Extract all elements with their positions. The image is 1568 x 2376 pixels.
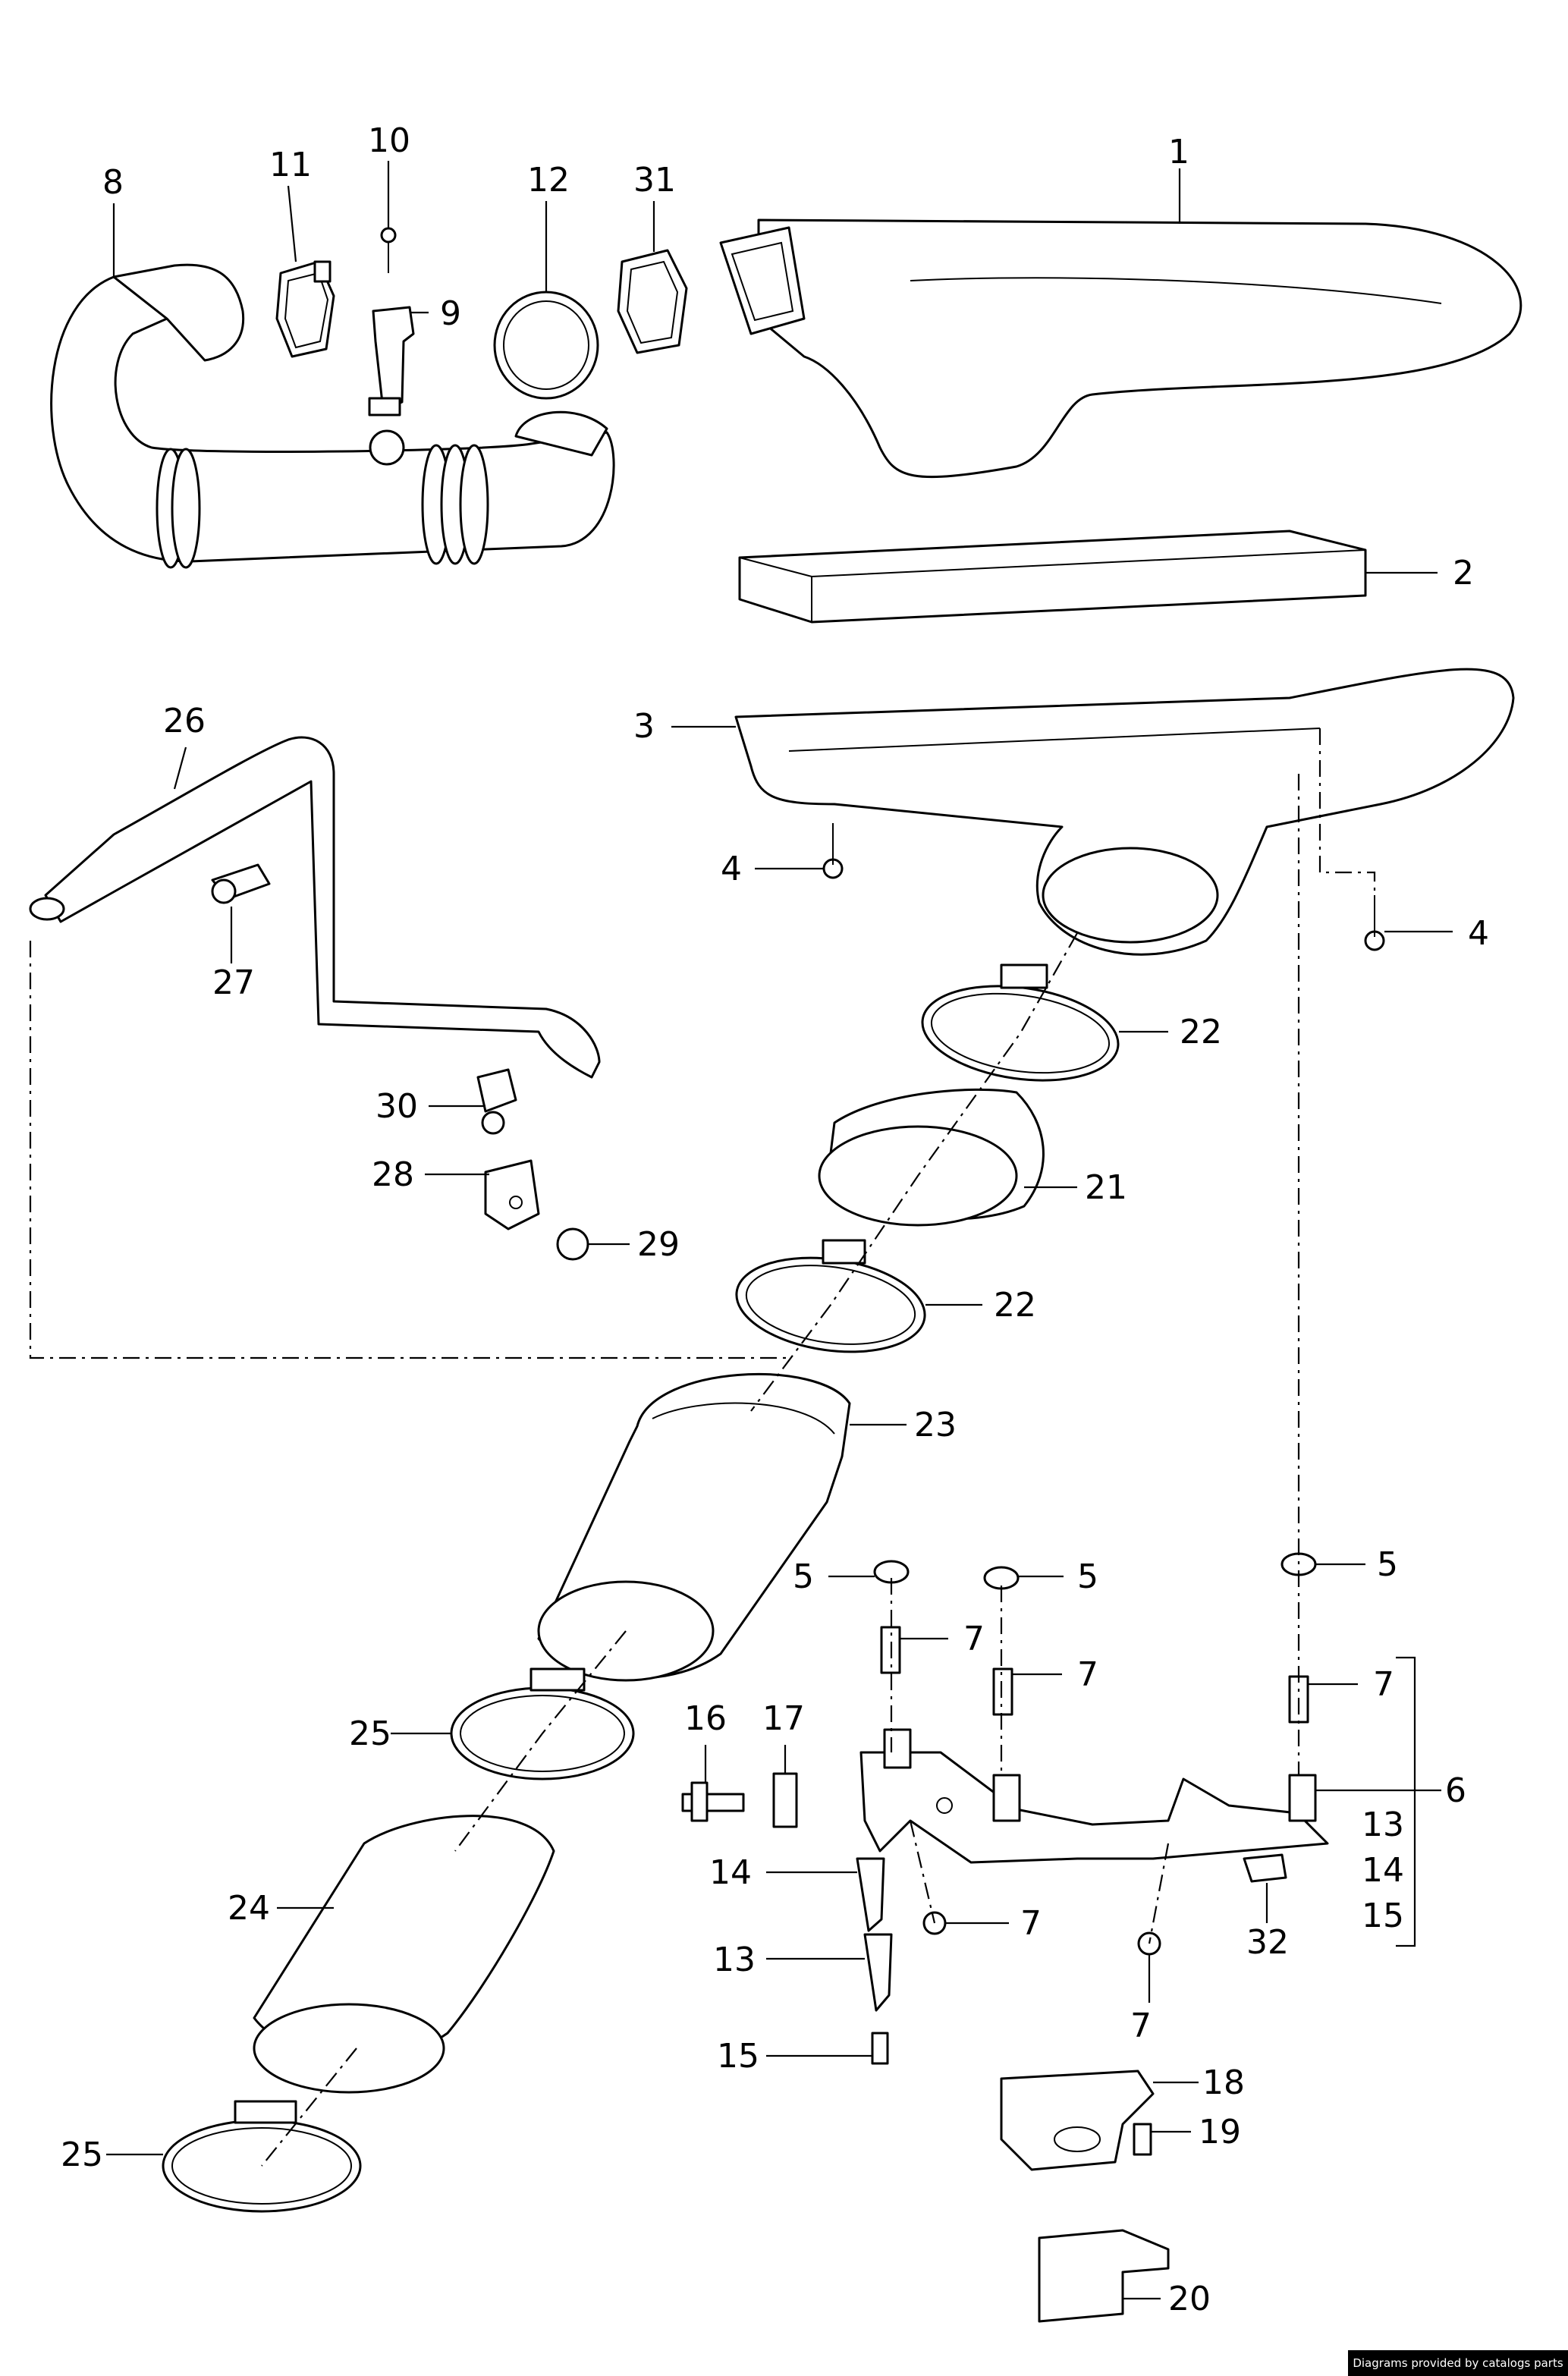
- callout-7-a: 7: [963, 1620, 985, 1658]
- housing-upper-part-1: [719, 218, 1522, 479]
- sensor-part-9: [368, 227, 415, 416]
- ring-clamp-part-12: [493, 291, 599, 400]
- callout-26: 26: [163, 702, 206, 740]
- bracket-part-18: [1000, 2070, 1155, 2171]
- fastener-part-30: [476, 1068, 517, 1135]
- callout-10: 10: [368, 121, 410, 160]
- callout-14: 14: [709, 1853, 752, 1892]
- callout-29: 29: [637, 1225, 680, 1264]
- callout-25-lower: 25: [61, 2136, 103, 2174]
- callout-3: 3: [633, 707, 655, 746]
- callout-21: 21: [1085, 1168, 1127, 1207]
- callout-30: 30: [376, 1087, 418, 1126]
- grommet-part-17: [772, 1772, 798, 1828]
- callout-23: 23: [914, 1406, 957, 1444]
- callout-15-bracket: 15: [1362, 1897, 1404, 1935]
- callout-5-a: 5: [793, 1557, 814, 1596]
- callout-22-upper: 22: [1180, 1013, 1222, 1051]
- bolt-part-29: [556, 1227, 589, 1261]
- callout-31: 31: [633, 161, 676, 200]
- callout-13-bracket: 13: [1362, 1806, 1404, 1844]
- callout-4-left: 4: [721, 850, 742, 888]
- tube-part-26: [29, 736, 601, 1079]
- filter-element-part-2: [738, 530, 1367, 624]
- callout-7-c: 7: [1373, 1665, 1394, 1704]
- clip-part-14: [856, 1857, 885, 1932]
- callout-7-b: 7: [1077, 1655, 1098, 1694]
- callout-27: 27: [212, 963, 255, 1002]
- callout-22-lower: 22: [994, 1286, 1036, 1325]
- housing-lower-part-3: [734, 668, 1515, 956]
- screw-part-4-right: [1364, 895, 1385, 951]
- clip-part-27: [211, 863, 271, 904]
- clamp-part-22-upper: [921, 963, 1120, 1082]
- cover-part-20: [1038, 2229, 1170, 2323]
- leader-lines: [106, 161, 1453, 2300]
- callout-18: 18: [1202, 2063, 1245, 2102]
- callout-9: 9: [440, 294, 461, 333]
- clamp-part-25-lower: [162, 2100, 362, 2213]
- assembly-lines: [29, 728, 1376, 2167]
- pin-part-16: [681, 1781, 745, 1822]
- bolt-part-19: [1133, 2123, 1152, 2156]
- callout-1: 1: [1168, 133, 1189, 171]
- callout-19: 19: [1199, 2113, 1241, 2151]
- clamp-part-11: [275, 260, 335, 358]
- callout-13: 13: [713, 1941, 756, 1979]
- callout-2: 2: [1453, 554, 1474, 592]
- callout-labels: 1 2 3 4 4 5 5 5 6 7 7 7 7 7 7 8 9 10 11 …: [61, 121, 1489, 2318]
- callout-14-bracket: 14: [1362, 1851, 1404, 1890]
- callout-6: 6: [1445, 1771, 1466, 1810]
- clip-part-32: [1243, 1853, 1287, 1883]
- callout-11: 11: [269, 146, 312, 184]
- clamp-part-22-lower: [735, 1239, 926, 1353]
- duct-part-23: [537, 1373, 851, 1682]
- bracket-part-28: [484, 1159, 540, 1230]
- screw-part-4-left: [822, 823, 844, 879]
- callout-32: 32: [1246, 1923, 1289, 1962]
- bolt-part-15: [871, 2032, 889, 2065]
- intake-hose-part-8: [50, 263, 615, 569]
- callout-17: 17: [762, 1699, 805, 1738]
- callout-20: 20: [1168, 2280, 1211, 2318]
- tube-part-24: [253, 1815, 555, 2094]
- callout-24: 24: [228, 1889, 270, 1928]
- clamp-part-25-upper: [450, 1667, 635, 1780]
- gasket-part-31: [617, 249, 688, 354]
- callout-5-b: 5: [1077, 1557, 1098, 1596]
- callout-12: 12: [527, 161, 570, 200]
- callout-25-upper: 25: [349, 1714, 391, 1753]
- credit-badge: Diagrams provided by catalogs parts: [1348, 2350, 1568, 2376]
- callout-16: 16: [684, 1699, 727, 1738]
- callout-7-d: 7: [1020, 1904, 1042, 1943]
- clip-part-13: [863, 1933, 893, 2012]
- callout-28: 28: [372, 1155, 414, 1194]
- callout-7-e: 7: [1130, 2007, 1152, 2045]
- bracket-part-6: [859, 1728, 1329, 1864]
- callout-4-right: 4: [1468, 914, 1489, 953]
- callout-15: 15: [717, 2037, 759, 2076]
- callout-5-c: 5: [1377, 1545, 1398, 1584]
- callout-8: 8: [102, 163, 124, 202]
